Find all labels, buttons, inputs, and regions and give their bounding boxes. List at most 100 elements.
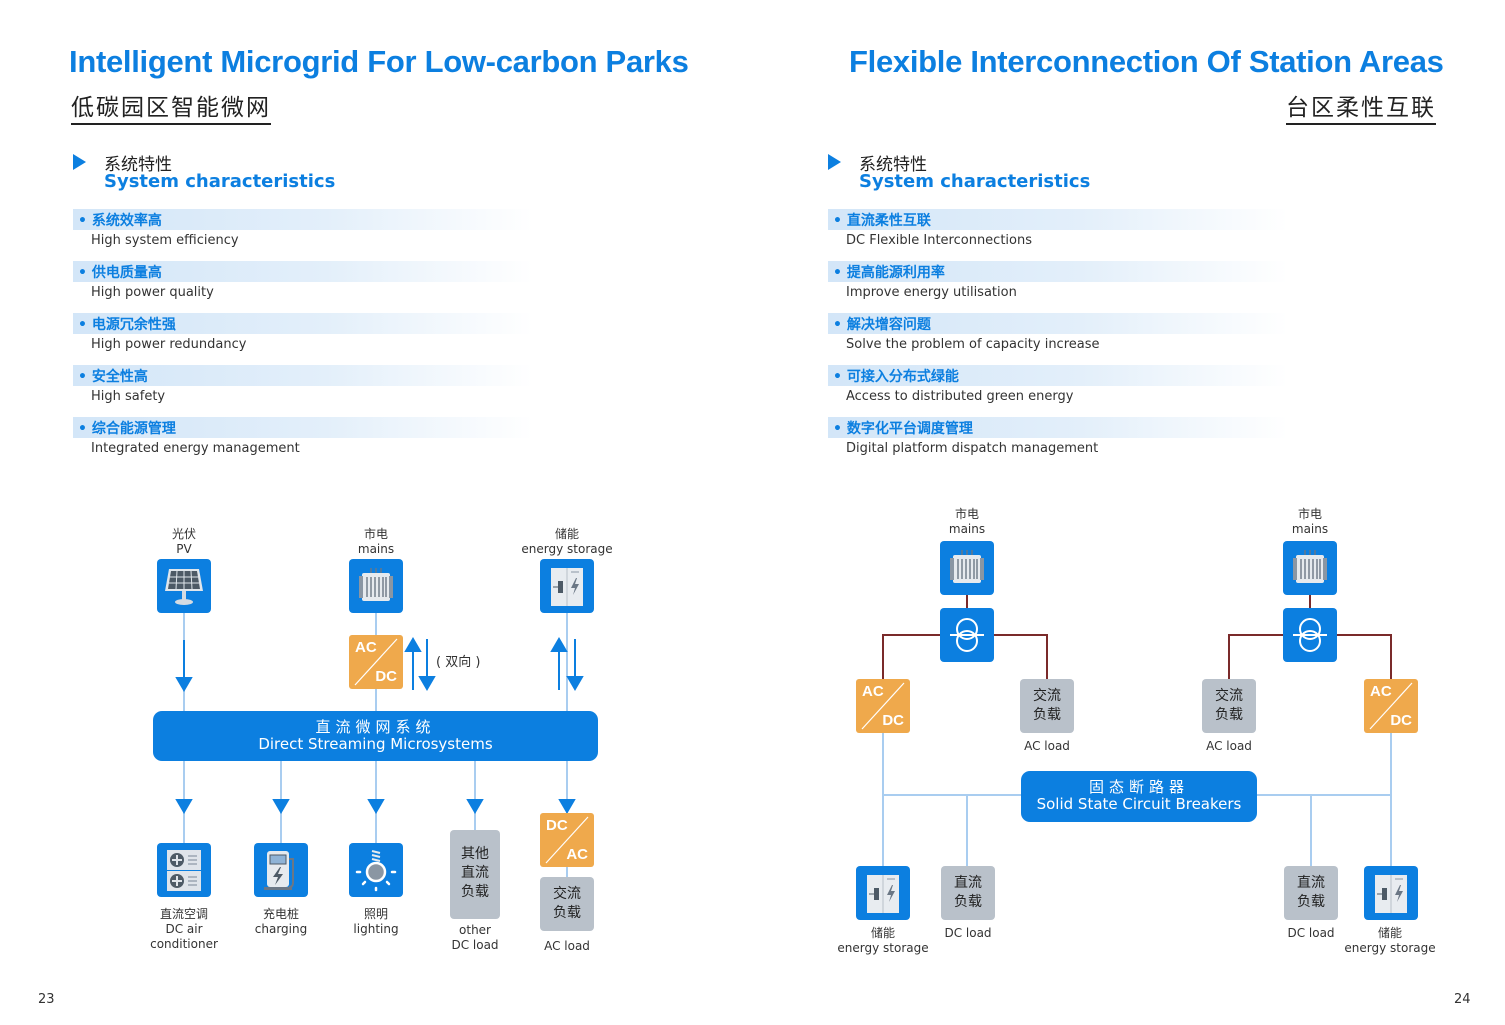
label-en: DC air: [165, 922, 203, 936]
dc-microgrid-bus: 直流微网系统 Direct Streaming Microsystems: [153, 711, 598, 761]
ac-load-box-left: 交流 负载: [1020, 679, 1074, 733]
feature-item: • 供电质量高 High power quality: [73, 261, 533, 313]
right-title-en: Flexible Interconnection Of Station Area…: [849, 44, 1444, 79]
feature-title-cn: • 供电质量高: [78, 265, 162, 281]
box-text: 负载: [553, 905, 581, 921]
feature-item: • 电源冗余性强 High power redundancy: [73, 313, 533, 365]
mains-node-left: [940, 541, 994, 595]
feature-item: • 系统效率高 High system efficiency: [73, 209, 533, 261]
box-text: 负载: [1297, 894, 1325, 910]
dc-load-box-left: 直流 负载: [941, 866, 995, 920]
source-label-mains: 市电 mains: [358, 527, 394, 557]
battery-cabinet-icon: [867, 875, 899, 913]
feature-band: [828, 417, 1288, 438]
triangle-bullet-icon: [828, 154, 841, 170]
mains-node-right: [1283, 541, 1337, 595]
breaker-title-en: Solid State Circuit Breakers: [1036, 795, 1242, 813]
battery-cabinet-icon: [1375, 875, 1407, 913]
converter-top-label: AC: [355, 639, 377, 656]
feature-title-cn: • 电源冗余性强: [78, 317, 176, 333]
label-en: mains: [1291, 522, 1329, 536]
feature-band: [73, 261, 533, 282]
charging-pile-icon: [264, 851, 294, 890]
ac-load-box-right: 交流 负载: [1202, 679, 1256, 733]
right-title-cn: 台区柔性互联: [1286, 88, 1436, 125]
transformer-symbol-icon: [1293, 618, 1327, 652]
arrow-down-icon: [272, 799, 290, 814]
label-cn: 直流空调: [159, 907, 208, 921]
load-label-charging: 充电桩 charging: [255, 907, 307, 937]
air-conditioner-node: [157, 843, 211, 897]
feature-desc-en: Digital platform dispatch management: [846, 441, 1099, 456]
label-en: energy storage: [1344, 941, 1436, 955]
bidirectional-label: ( 双向 ): [436, 655, 481, 670]
bus-title-en: Direct Streaming Microsystems: [258, 735, 493, 753]
ac-line: [1228, 634, 1283, 679]
box-text: 直流: [1297, 875, 1325, 891]
left-title-cn: 低碳园区智能微网: [71, 88, 271, 125]
page-number-right: 24: [1454, 992, 1471, 1007]
feature-band: [828, 209, 1288, 230]
converter-top-label: AC: [862, 683, 884, 700]
feature-title-cn: • 数字化平台调度管理: [833, 421, 973, 437]
dc-load-label-right: DC load: [1287, 926, 1335, 940]
mains-node: [349, 559, 403, 613]
arrow-down-icon: [367, 799, 385, 814]
feature-title-cn: • 直流柔性互联: [833, 213, 931, 229]
arrow-down-icon: [558, 799, 576, 814]
feature-title-cn: • 综合能源管理: [78, 421, 176, 437]
feature-title-cn: • 提高能源利用率: [833, 265, 945, 281]
light-bulb-icon: [355, 850, 397, 892]
label-cn: 储能: [1377, 926, 1402, 940]
dc-load-box-right: 直流 负载: [1284, 866, 1338, 920]
feature-item: • 可接入分布式绿能 Access to distributed green e…: [828, 365, 1288, 417]
box-text: 交流: [1215, 688, 1243, 704]
transformer-icon: [1293, 550, 1327, 583]
dc-load-label-left: DC load: [944, 926, 992, 940]
arrow-down-icon: [418, 676, 436, 691]
label-en: PV: [176, 542, 192, 556]
feature-desc-en: High safety: [91, 389, 166, 404]
converter-bottom-label: DC: [882, 712, 904, 729]
label-cn: 充电桩: [262, 907, 300, 921]
ac-line: [1337, 634, 1392, 679]
triangle-bullet-icon: [73, 154, 86, 170]
left-diagram-connectors: [175, 613, 584, 877]
converter-bottom-label: DC: [1390, 712, 1412, 729]
storage-node: [540, 559, 594, 613]
mains-label-left: 市电 mains: [949, 507, 985, 537]
label-en: mains: [948, 522, 986, 536]
label-cn: 市电: [1297, 507, 1323, 521]
feature-desc-en: Improve energy utilisation: [846, 285, 1017, 300]
pv-node: [157, 559, 211, 613]
breaker-title-cn: 固态断路器: [1088, 778, 1189, 796]
transformer-icon: [359, 568, 393, 601]
dc-ac-converter: DC AC: [540, 813, 594, 867]
converter-top-label: DC: [546, 817, 568, 834]
box-text: 交流: [1033, 688, 1061, 704]
transformer-icon: [950, 550, 984, 583]
arrow-up-icon: [404, 637, 422, 652]
label-cn: 市电: [954, 507, 980, 521]
feature-desc-en: High power redundancy: [91, 337, 247, 352]
source-label-storage: 储能 energy storage: [521, 527, 612, 557]
converter-top-label: AC: [1370, 683, 1392, 700]
feature-item: • 解决增容问题 Solve the problem of capacity i…: [828, 313, 1288, 365]
feature-desc-en: DC Flexible Interconnections: [846, 233, 1033, 248]
feature-item: • 直流柔性互联 DC Flexible Interconnections: [828, 209, 1288, 261]
box-text: 交流: [553, 886, 581, 902]
load-label-air-conditioner: 直流空调 DC air conditioner: [150, 907, 218, 952]
section-title-en: System characteristics: [104, 171, 336, 192]
feature-desc-en: Solve the problem of capacity increase: [846, 337, 1100, 352]
distribution-transformer-right: [1283, 608, 1337, 662]
ac-dc-converter-right: AC DC: [1364, 679, 1418, 733]
box-text: 直流: [954, 875, 982, 891]
label-en: energy storage: [521, 542, 613, 556]
feature-item: • 提高能源利用率 Improve energy utilisation: [828, 261, 1288, 313]
feature-band: [73, 209, 533, 230]
mains-label-right: 市电 mains: [1292, 507, 1328, 537]
air-conditioner-icon: [167, 850, 201, 891]
feature-title-cn: • 系统效率高: [78, 213, 162, 229]
load-label-ac: AC load: [544, 939, 590, 953]
page-number-left: 23: [38, 992, 55, 1007]
